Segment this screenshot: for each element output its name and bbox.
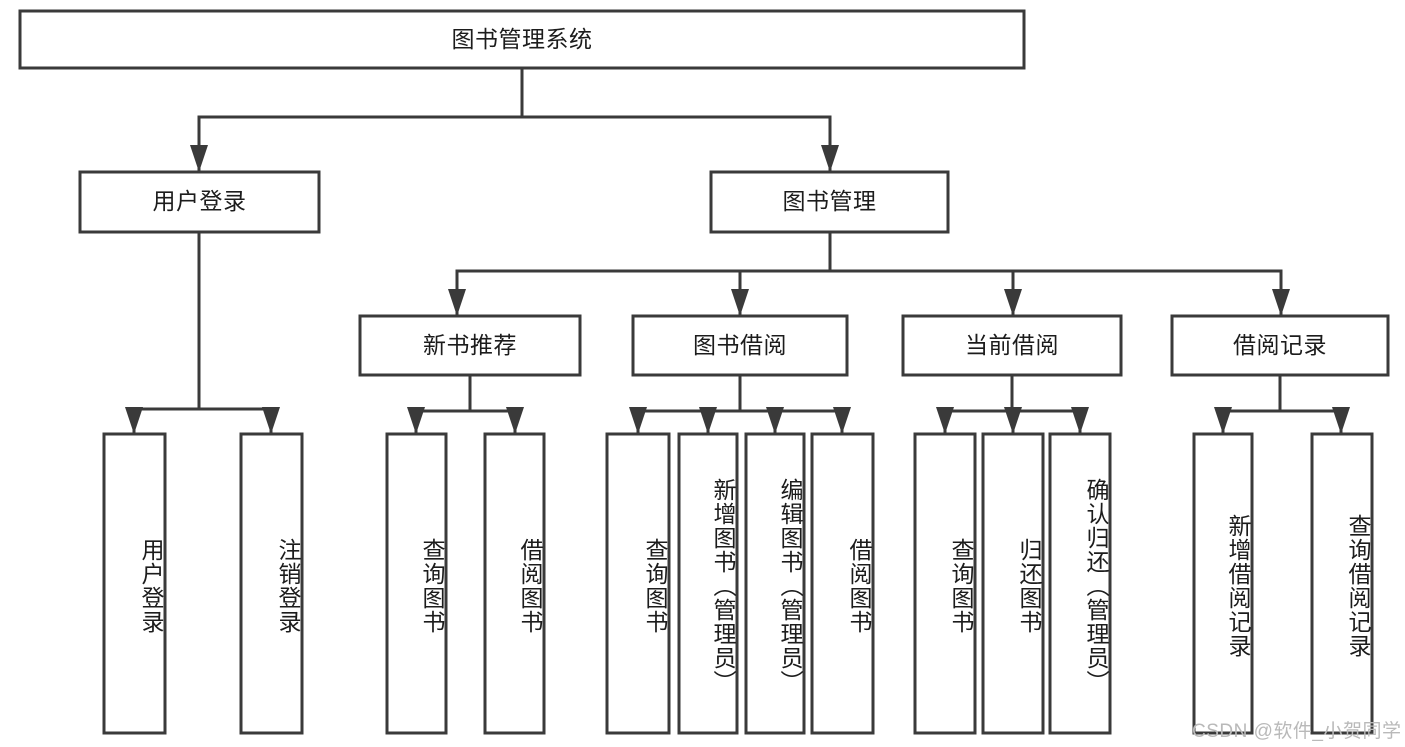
arrow-head-icon (448, 289, 466, 316)
arrow-head-icon (1071, 407, 1089, 434)
node-box-用户登录[interactable] (78, 170, 321, 234)
node-box-新书推荐[interactable] (358, 314, 582, 377)
node-box-图书管理[interactable] (709, 170, 950, 234)
node-box-图书管理系统[interactable] (18, 9, 1026, 70)
arrow-head-icon (821, 145, 839, 172)
arrow-head-icon (936, 407, 954, 434)
node-box-借阅图书[interactable] (483, 432, 546, 735)
node-box-查询借阅记录[interactable] (1310, 432, 1374, 735)
arrow-head-icon (1004, 289, 1022, 316)
node-box-layer (18, 9, 1390, 735)
node-box-查询图书[interactable] (913, 432, 977, 735)
watermark-text: CSDN @软件_小贺同学 (1192, 721, 1402, 742)
node-box-查询图书[interactable] (385, 432, 448, 735)
arrow-head-icon (731, 289, 749, 316)
node-box-借阅图书[interactable] (810, 432, 875, 735)
node-box-用户登录[interactable] (102, 432, 167, 735)
node-box-新增借阅记录[interactable] (1192, 432, 1254, 735)
node-box-归还图书[interactable] (981, 432, 1045, 735)
arrow-head-icon (629, 407, 647, 434)
arrow-head-icon (1332, 407, 1350, 434)
arrow-head-icon (833, 407, 851, 434)
arrow-head-icon (699, 407, 717, 434)
node-box-图书借阅[interactable] (631, 314, 849, 377)
node-box-当前借阅[interactable] (901, 314, 1123, 377)
node-box-编辑图书管理员[interactable] (744, 432, 806, 735)
node-box-注销登录[interactable] (239, 432, 304, 735)
arrow-head-icon (125, 407, 143, 434)
node-box-查询图书[interactable] (605, 432, 671, 735)
arrow-head-icon (506, 407, 524, 434)
arrow-head-icon (1214, 407, 1232, 434)
arrow-head-icon (407, 407, 425, 434)
node-box-借阅记录[interactable] (1170, 314, 1390, 377)
node-box-确认归还管理员[interactable] (1048, 432, 1112, 735)
arrow-head-icon (1272, 289, 1290, 316)
arrow-head-icon (1004, 407, 1022, 434)
arrow-head-icon (766, 407, 784, 434)
arrow-head-icon (190, 145, 208, 172)
connector-layer (125, 66, 1350, 436)
arrow-head-icon (262, 407, 280, 434)
node-box-新增图书管理员[interactable] (677, 432, 739, 735)
